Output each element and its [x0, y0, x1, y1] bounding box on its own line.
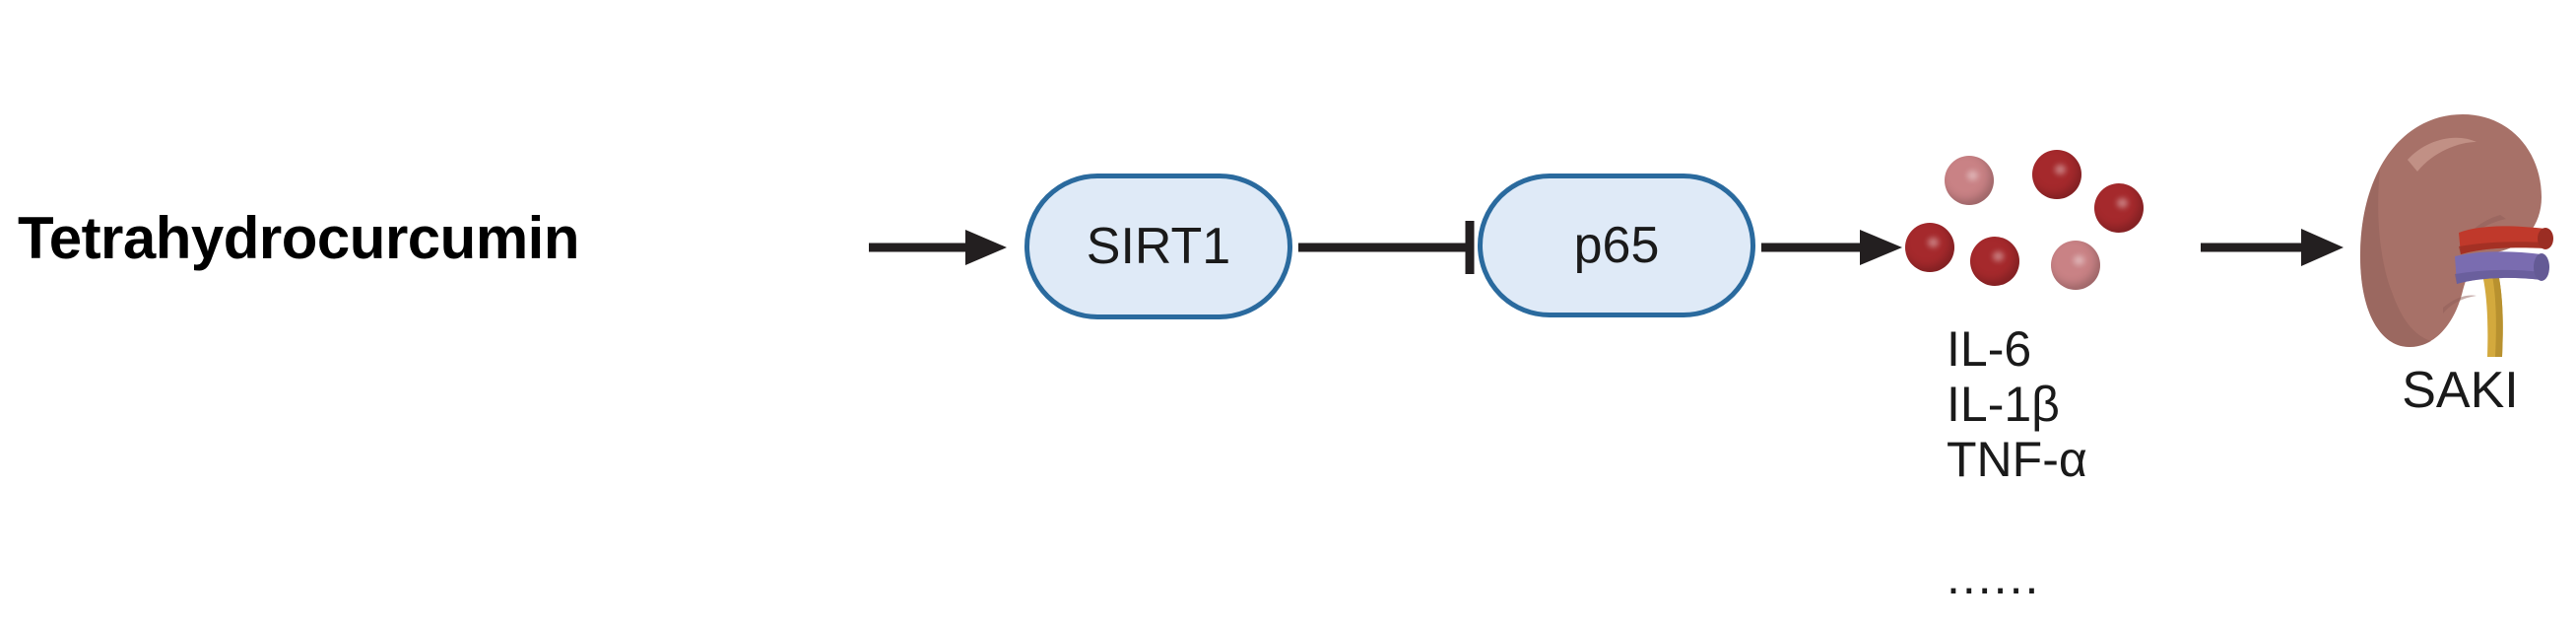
- cytokine-dot: [1945, 156, 1994, 205]
- arrow-p65-to-cytokines: [1761, 230, 1902, 265]
- cytokine-dot: [2032, 150, 2081, 199]
- outcome-label-saki: SAKI: [2402, 362, 2519, 419]
- cytokine-dot: [1970, 237, 2019, 286]
- inhibition-sirt1-to-p65: [1298, 221, 1475, 274]
- cytokine-dot: [2051, 241, 2100, 290]
- node-p65[interactable]: p65: [1478, 174, 1755, 317]
- cytokine-label-ellipsis: ......: [1947, 549, 2041, 604]
- arrow-cytokines-to-saki: [2201, 229, 2344, 266]
- cytokine-label-il6: IL-6: [1947, 321, 2032, 377]
- cytokine-label-list: IL-6 IL-1β TNF-α: [1947, 321, 2087, 487]
- cytokine-label-tnfa: TNF-α: [1947, 432, 2087, 487]
- node-sirt1[interactable]: SIRT1: [1024, 174, 1292, 319]
- node-p65-label: p65: [1573, 217, 1660, 274]
- cytokine-label-il1b: IL-1β: [1947, 377, 2060, 432]
- drug-label-tetrahydrocurcumin: Tetrahydrocurcumin: [18, 205, 580, 271]
- arrow-drug-to-sirt1: [869, 230, 1007, 265]
- kidney-icon: [2360, 114, 2553, 357]
- node-sirt1-label: SIRT1: [1086, 218, 1231, 275]
- cytokine-dot: [1905, 223, 1954, 272]
- cytokine-dot: [2094, 183, 2144, 233]
